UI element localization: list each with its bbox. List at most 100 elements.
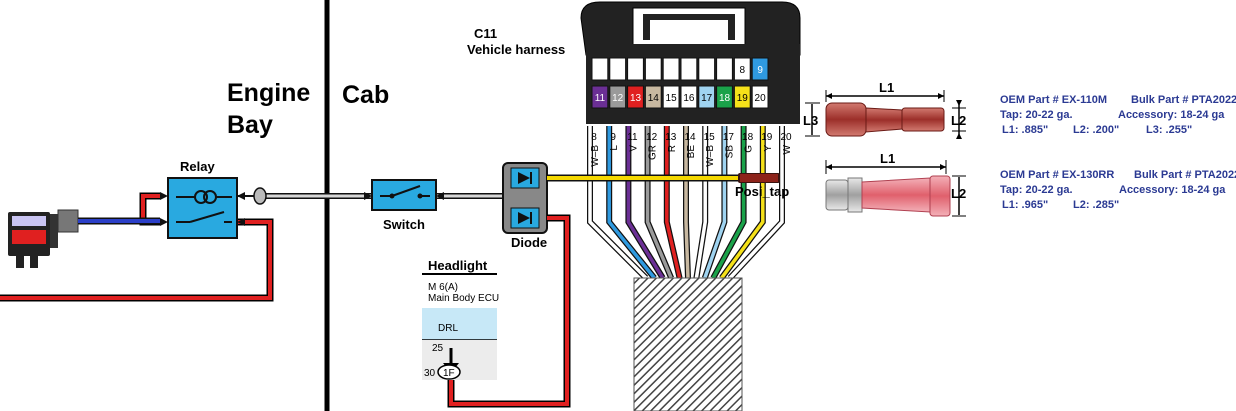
connector-pin-label: 18 [719, 93, 731, 104]
connector-pin-label: 8 [740, 65, 746, 76]
inline-connector-icon [253, 187, 267, 205]
ecu-module-code: M 6(A) [428, 282, 458, 293]
connector-pin-label: 20 [755, 93, 767, 104]
part2-l1: L1: .965" [1002, 199, 1048, 211]
harness-wire-17 [703, 126, 727, 279]
connector-pin-18 [716, 85, 733, 109]
harness-wire-pin-label: 13 [665, 132, 677, 143]
connector-pin-label: 11 [595, 93, 606, 104]
part1-dim-l3: L3 [803, 113, 818, 128]
harness-wire-color-code: SB [724, 145, 735, 159]
part2-dim-l1: L1 [880, 151, 895, 166]
part2-l2: L2: .285" [1073, 199, 1119, 211]
harness-wire-color-code: BE [686, 145, 697, 159]
harness-wire-color-code: W–B [705, 145, 716, 167]
connector-empty-cell [716, 57, 733, 81]
switch-label: Switch [383, 217, 425, 232]
part1-dim-l1: L1 [879, 80, 894, 95]
switch [364, 179, 444, 211]
posi-tap-part2 [825, 160, 966, 217]
posi-tap-icon [738, 173, 780, 183]
diode-red-wire [449, 216, 569, 406]
connector-pin-9 [751, 57, 769, 81]
harness-wire-color-code: W [782, 144, 793, 154]
part2-oem: OEM Part # EX-130RR [1000, 169, 1114, 181]
connector-empty-cell [680, 57, 698, 81]
connector-pin-label: 17 [701, 93, 713, 104]
relay-label: Relay [180, 159, 215, 174]
connector-pin-11 [591, 85, 609, 109]
harness-wire-18 [711, 126, 746, 279]
harness-wire-pin-label: 9 [610, 132, 616, 143]
headlight-title: Headlight [428, 258, 488, 273]
harness-wire-13 [665, 126, 682, 279]
harness-wire-pin-label: 20 [780, 132, 792, 143]
connector-pin-12 [609, 85, 627, 109]
connector-pin-17 [698, 85, 716, 109]
harness-wire-color-code: L [609, 145, 620, 151]
connector-empty-cell [644, 57, 662, 81]
connector-pin-16 [680, 85, 698, 109]
connector-pin-15 [662, 85, 680, 109]
part1-l3: L3: .255" [1146, 124, 1192, 136]
harness-wire-pin-label: 14 [684, 132, 696, 143]
harness-wire-color-code: Y [763, 145, 774, 152]
connector-name: Vehicle harness [467, 42, 565, 57]
headlight-ecu [422, 273, 497, 380]
harness-wire-pin-label: 19 [761, 132, 773, 143]
connector-pin-8 [733, 57, 751, 81]
part2-dim-l2: L2 [951, 186, 966, 201]
part1-l1: L1: .885" [1002, 124, 1048, 136]
harness-wire-11 [626, 126, 665, 279]
connector-empty-cell [591, 57, 609, 81]
connector-code: C11 [474, 26, 497, 41]
harness-wire-pin-label: 12 [646, 132, 658, 143]
engine-bay-label-line1: Engine [227, 79, 310, 107]
ecu-pin-side: 30 [424, 368, 436, 379]
ecu-pin-top: 25 [432, 343, 444, 354]
relay [160, 177, 245, 239]
part2-tap: Tap: 20-22 ga. [1000, 184, 1073, 196]
connector-pin-label: 12 [612, 93, 624, 104]
diode-label: Diode [511, 235, 547, 250]
connector-pin-19 [733, 85, 751, 109]
part2-accessory: Accessory: 18-24 ga [1119, 184, 1226, 196]
harness-wire-pin-label: 18 [742, 132, 754, 143]
connector-empty-cell [627, 57, 644, 81]
part2-bulk: Bulk Part # PTA2022 [1134, 169, 1236, 181]
harness-wire-pin-label: 11 [627, 132, 638, 143]
harness-wire-8 [588, 126, 648, 280]
harness-wire-15 [694, 126, 707, 279]
part1-bulk: Bulk Part # PTA2022M [1131, 94, 1236, 106]
harness-wire-14 [684, 126, 690, 279]
harness-wire-19 [720, 126, 765, 280]
part1-dim-l2: L2 [951, 113, 966, 128]
harness-wire-color-code: G [744, 145, 755, 153]
harness-wire-color-code: V [628, 145, 639, 152]
connector-pin-label: 19 [737, 93, 749, 104]
harness-wire-color-code: R [667, 145, 678, 152]
connector-pin-20 [751, 85, 769, 109]
part1-l2: L2: .200" [1073, 124, 1119, 136]
connector-empty-cell [609, 57, 627, 81]
posi-tap-label: Posi_tap [735, 184, 789, 199]
harness-wire-color-code: GR [648, 145, 659, 160]
wire-loom [633, 277, 743, 411]
diode [502, 162, 548, 234]
connector-pin-label: 14 [648, 93, 660, 104]
engine-bay-label-line2: Bay [227, 111, 273, 139]
connector-pin-label: 15 [666, 93, 678, 104]
connector-pin-label: 9 [757, 65, 763, 76]
red-wire [0, 220, 272, 300]
connector-pin-label: 13 [630, 93, 642, 104]
harness-wire-pin-label: 8 [591, 132, 597, 143]
part1-tap: Tap: 20-22 ga. [1000, 109, 1073, 121]
ecu-terminal-label: 1F [443, 368, 455, 379]
connector-pin-14 [644, 85, 662, 109]
harness-wire-pin-label: 17 [723, 132, 735, 143]
harness-wire-9 [607, 126, 656, 280]
connector-pin-label: 16 [683, 93, 695, 104]
harness-wire-12 [645, 126, 673, 279]
